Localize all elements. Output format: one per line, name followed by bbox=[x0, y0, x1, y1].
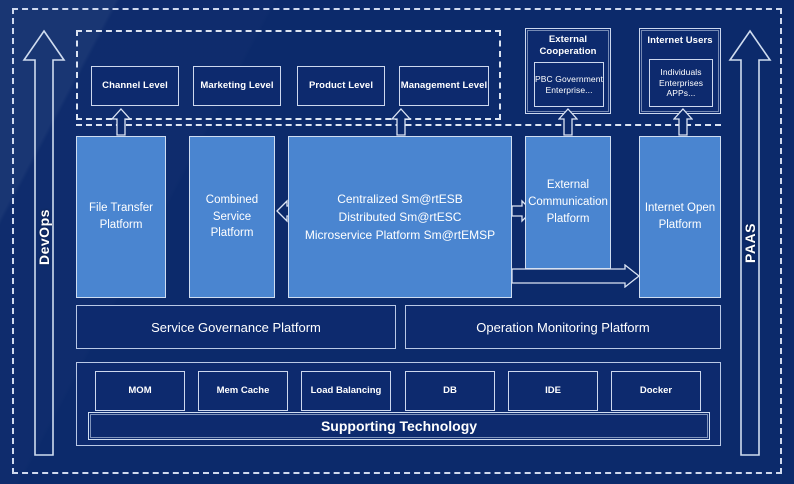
tech-box-db[interactable]: DB bbox=[405, 371, 495, 411]
devops-label: DevOps bbox=[36, 209, 52, 265]
arrow-up-icon bbox=[728, 29, 772, 456]
esb-line-microservice: Microservice Platform Sm@rtEMSP bbox=[304, 228, 496, 242]
platform-label: Internet Open Platform bbox=[644, 202, 716, 231]
diagram-outer-frame bbox=[12, 8, 782, 474]
internet-users-title: Internet Users bbox=[647, 35, 713, 46]
platform-label: File Transfer Platform bbox=[89, 202, 153, 231]
row-operation-monitoring[interactable]: Operation Monitoring Platform bbox=[405, 305, 721, 349]
row-service-governance[interactable]: Service Governance Platform bbox=[76, 305, 396, 349]
level-label: Marketing Level bbox=[200, 80, 274, 92]
platform-file-transfer[interactable]: File Transfer Platform bbox=[76, 136, 166, 298]
flow-arrow-up-internet-users bbox=[673, 108, 693, 136]
tech-box-ide[interactable]: IDE bbox=[508, 371, 598, 411]
platform-external-communication[interactable]: External Communication Platform bbox=[525, 136, 611, 269]
row-label: Operation Monitoring Platform bbox=[476, 319, 650, 335]
internet-users-card[interactable]: Internet Users Individuals Enterprises A… bbox=[639, 28, 721, 114]
flow-arrow-up-external-cooperation bbox=[558, 108, 578, 136]
level-box-marketing[interactable]: Marketing Level bbox=[193, 66, 281, 106]
esb-line-centralized: Centralized Sm@rtESB bbox=[337, 192, 463, 206]
external-cooperation-detail: PBC Government Enterprise... bbox=[534, 62, 604, 107]
tech-label: MOM bbox=[128, 385, 152, 397]
tech-label: DB bbox=[443, 385, 457, 397]
level-label: Channel Level bbox=[102, 80, 168, 92]
tech-label: Mem Cache bbox=[216, 385, 270, 397]
paas-label: PAAS bbox=[742, 223, 758, 263]
flow-arrow-right-esb-to-internet-open bbox=[512, 264, 640, 288]
tech-box-load-balancing[interactable]: Load Balancing bbox=[301, 371, 391, 411]
level-label: Product Level bbox=[308, 80, 374, 92]
paas-pillar: PAAS bbox=[728, 28, 772, 458]
level-box-product[interactable]: Product Level bbox=[297, 66, 385, 106]
platform-combined-service[interactable]: Combined Service Platform bbox=[189, 136, 275, 298]
consumer-level-group bbox=[76, 30, 501, 120]
row-label: Service Governance Platform bbox=[151, 319, 321, 335]
platform-esb[interactable]: Centralized Sm@rtESB Distributed Sm@rtES… bbox=[288, 136, 512, 298]
supporting-technology-bar[interactable]: Supporting Technology bbox=[88, 412, 710, 440]
external-cooperation-card[interactable]: External Cooperation PBC Government Ente… bbox=[525, 28, 611, 114]
esb-line-distributed: Distributed Sm@rtESC bbox=[338, 210, 462, 224]
tech-box-mem-cache[interactable]: Mem Cache bbox=[198, 371, 288, 411]
tech-box-docker[interactable]: Docker bbox=[611, 371, 701, 411]
level-box-channel[interactable]: Channel Level bbox=[91, 66, 179, 106]
flow-arrow-up-channel bbox=[111, 108, 131, 136]
devops-pillar: DevOps bbox=[22, 28, 66, 458]
supporting-technology-label: Supporting Technology bbox=[320, 418, 478, 434]
platform-label: External Communication Platform bbox=[528, 179, 608, 225]
tech-label: IDE bbox=[545, 385, 561, 397]
level-box-management[interactable]: Management Level bbox=[399, 66, 489, 106]
arrow-up-icon bbox=[22, 29, 66, 456]
platform-label: Combined Service Platform bbox=[205, 193, 259, 240]
flow-arrow-up-management bbox=[391, 108, 411, 136]
tech-box-mom[interactable]: MOM bbox=[95, 371, 185, 411]
internet-users-detail: Individuals Enterprises APPs... bbox=[649, 59, 713, 107]
level-label: Management Level bbox=[400, 80, 488, 92]
tech-label: Docker bbox=[639, 385, 673, 397]
platform-internet-open[interactable]: Internet Open Platform bbox=[639, 136, 721, 298]
tech-label: Load Balancing bbox=[310, 385, 382, 397]
external-cooperation-title: External Cooperation bbox=[539, 34, 597, 57]
